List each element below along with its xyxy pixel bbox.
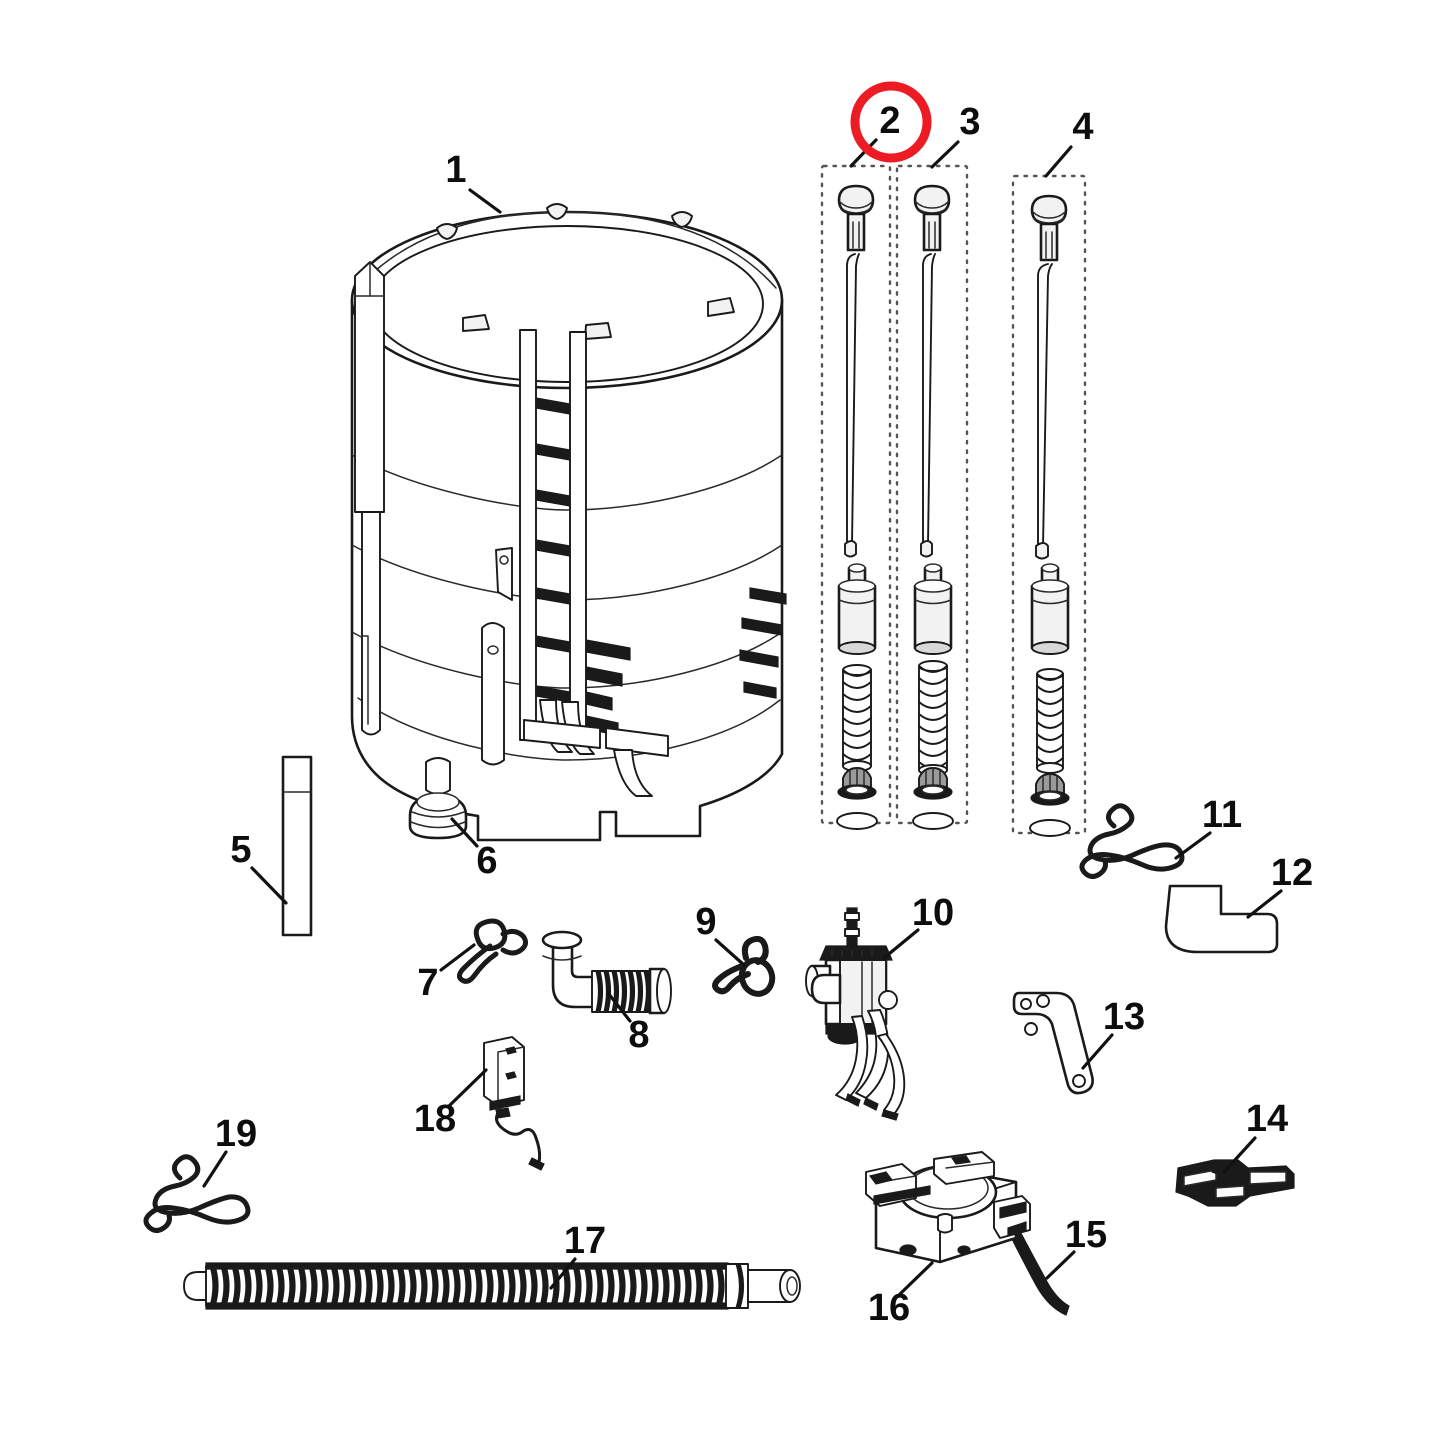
leader-7 bbox=[439, 943, 476, 972]
leader-18 bbox=[447, 1068, 488, 1108]
leader-1 bbox=[468, 188, 502, 214]
leader-15 bbox=[1045, 1250, 1076, 1280]
leader-3 bbox=[930, 140, 960, 169]
part-hose-clamp[interactable] bbox=[712, 935, 777, 998]
part-wire-spring-clip-lower[interactable] bbox=[143, 1154, 251, 1233]
leader-6 bbox=[450, 817, 479, 848]
valve-sleeve-icon bbox=[837, 563, 877, 655]
o-ring-gasket-icon bbox=[1029, 819, 1071, 837]
leader-16 bbox=[898, 1261, 934, 1296]
part-retaining-strap[interactable] bbox=[1005, 1221, 1070, 1316]
part-tank-drum-assembly[interactable] bbox=[350, 203, 787, 842]
knob-screw-icon bbox=[837, 184, 875, 252]
callout-label-8[interactable]: 8 bbox=[628, 1014, 649, 1056]
valve-seal-disc-icon bbox=[1030, 773, 1070, 806]
coil-spring-icon bbox=[918, 660, 948, 776]
part-level-sensor-switch[interactable] bbox=[483, 1036, 545, 1171]
valve-sleeve-icon bbox=[1030, 563, 1070, 655]
leader-11 bbox=[1174, 831, 1212, 860]
leader-9 bbox=[714, 938, 746, 967]
group-box-3 bbox=[895, 164, 969, 825]
leader-13 bbox=[1081, 1033, 1114, 1070]
actuator-rod-icon bbox=[920, 253, 936, 558]
callout-label-13[interactable]: 13 bbox=[1103, 996, 1145, 1038]
tank-foot bbox=[425, 757, 451, 795]
knob-screw-icon bbox=[913, 184, 951, 252]
part-solenoid-valve-assembly[interactable] bbox=[805, 907, 906, 1121]
callout-label-2[interactable]: 2 bbox=[879, 100, 900, 142]
leader-4 bbox=[1044, 145, 1073, 178]
valve-seal-disc-icon bbox=[913, 767, 953, 800]
callout-label-17[interactable]: 17 bbox=[564, 1220, 606, 1262]
tank-internal-baffle bbox=[519, 329, 669, 797]
solenoid-hose-tails bbox=[835, 1009, 906, 1121]
part-wear-strip[interactable] bbox=[281, 755, 313, 937]
callout-label-4[interactable]: 4 bbox=[1072, 106, 1093, 148]
actuator-rod-icon bbox=[1035, 263, 1053, 560]
callout-label-1[interactable]: 1 bbox=[445, 149, 466, 191]
hose-barb-ribs bbox=[591, 970, 652, 1013]
leader-17 bbox=[549, 1257, 577, 1290]
callout-labels: 1 2 3 4 5 6 7 8 9 10 11 12 13 14 15 16 1… bbox=[215, 100, 1313, 1329]
callout-label-19[interactable]: 19 bbox=[215, 1113, 257, 1155]
part-pump-housing-assembly[interactable] bbox=[865, 1151, 1031, 1264]
part-elbow-hose-fitting[interactable] bbox=[541, 930, 672, 1015]
tank-rim-lugs bbox=[436, 203, 735, 340]
part-valve-kit-b[interactable] bbox=[912, 184, 954, 830]
part-valve-kit-c[interactable] bbox=[1029, 194, 1071, 837]
tank-shell-fins bbox=[739, 587, 787, 699]
coil-spring-icon bbox=[1036, 668, 1064, 774]
callout-label-11[interactable]: 11 bbox=[1202, 794, 1242, 836]
callout-label-14[interactable]: 14 bbox=[1246, 1098, 1288, 1140]
highlight-ring-callout-2 bbox=[850, 81, 932, 163]
valve-seal-disc-icon bbox=[837, 767, 877, 800]
callout-label-12[interactable]: 12 bbox=[1271, 852, 1313, 894]
leader-2 bbox=[849, 138, 878, 168]
callout-label-3[interactable]: 3 bbox=[959, 101, 980, 143]
leader-lines bbox=[202, 138, 1283, 1296]
leader-10 bbox=[882, 928, 920, 960]
callout-label-16[interactable]: 16 bbox=[868, 1287, 910, 1329]
callout-label-9[interactable]: 9 bbox=[695, 901, 716, 943]
part-pivot-lever-bracket[interactable] bbox=[1012, 991, 1094, 1095]
part-bent-shoe-bracket[interactable] bbox=[1164, 884, 1279, 954]
leader-12 bbox=[1246, 889, 1283, 919]
part-hose-clamp-small[interactable] bbox=[456, 918, 529, 984]
callout-label-6[interactable]: 6 bbox=[476, 840, 497, 882]
tank-side-standpipe bbox=[354, 261, 385, 736]
part-slide-clip[interactable] bbox=[1175, 1159, 1295, 1207]
callout-label-5[interactable]: 5 bbox=[230, 829, 251, 871]
valve-sleeve-icon bbox=[913, 563, 953, 655]
part-drain-plug[interactable] bbox=[408, 792, 468, 840]
o-ring-gasket-icon bbox=[912, 812, 954, 830]
callout-label-10[interactable]: 10 bbox=[912, 892, 954, 934]
callout-label-18[interactable]: 18 bbox=[414, 1098, 456, 1140]
coil-spring-icon bbox=[842, 664, 872, 772]
part-valve-kit-a[interactable] bbox=[836, 184, 878, 830]
callout-label-15[interactable]: 15 bbox=[1065, 1214, 1107, 1256]
leader-5 bbox=[250, 866, 288, 905]
actuator-rod-icon bbox=[844, 253, 860, 558]
callout-label-7[interactable]: 7 bbox=[417, 962, 438, 1004]
o-ring-gasket-icon bbox=[836, 812, 878, 830]
leader-14 bbox=[1222, 1136, 1257, 1174]
knob-screw-icon bbox=[1030, 194, 1068, 262]
group-box-2 bbox=[820, 164, 892, 825]
tank-post-eyelet bbox=[481, 622, 505, 766]
part-wire-spring-clip-upper[interactable] bbox=[1079, 803, 1185, 879]
leader-19 bbox=[202, 1150, 228, 1188]
leader-8 bbox=[606, 991, 632, 1023]
part-corrugated-drain-hose[interactable] bbox=[183, 1262, 801, 1310]
